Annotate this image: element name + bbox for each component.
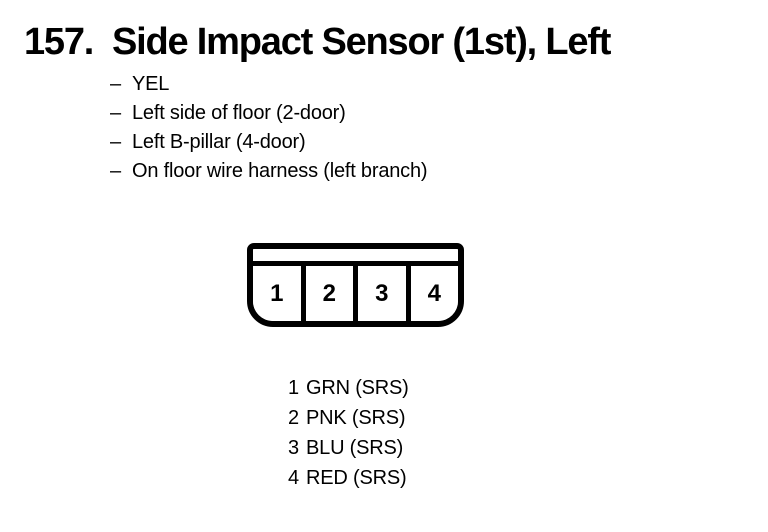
list-item: – Left side of floor (2-door)	[110, 99, 427, 128]
list-item-label: On floor wire harness (left branch)	[132, 160, 428, 182]
legend-pin-color: RED (SRS)	[306, 467, 407, 489]
pin-cell-3: 3	[358, 266, 406, 321]
list-item-label: Left B-pillar (4-door)	[132, 131, 306, 153]
list-item-label: Left side of floor (2-door)	[132, 102, 346, 124]
pin-cell-1: 1	[253, 266, 301, 321]
connector-diagram: 1 2 3 4	[247, 243, 464, 327]
pin-cell-2: 2	[305, 266, 353, 321]
legend-pin-color: PNK (SRS)	[306, 407, 406, 429]
pin-cell-4: 4	[410, 266, 458, 321]
connector-top-strip	[253, 249, 458, 266]
list-item: – Left B-pillar (4-door)	[110, 128, 427, 157]
legend-pin-color: BLU (SRS)	[306, 437, 404, 459]
list-dash: –	[110, 131, 121, 153]
legend-pin-number: 4	[288, 467, 299, 489]
item-number: 157.	[24, 21, 94, 63]
legend-pin-number: 3	[288, 437, 299, 459]
list-dash: –	[110, 160, 121, 182]
pin-divider	[300, 266, 306, 321]
legend-row: 3 BLU (SRS)	[288, 433, 409, 463]
pin-divider	[405, 266, 411, 321]
list-dash: –	[110, 73, 121, 95]
list-item: – On floor wire harness (left branch)	[110, 157, 428, 186]
legend-row: 1 GRN (SRS)	[288, 373, 409, 403]
legend-pin-color: GRN (SRS)	[306, 377, 409, 399]
legend-row: 2 PNK (SRS)	[288, 403, 409, 433]
pin-divider	[353, 266, 358, 321]
connector-pin-row: 1 2 3 4	[253, 266, 458, 321]
item-title: Side Impact Sensor (1st), Left	[112, 21, 611, 63]
detail-list: – YEL – Left side of floor (2-door) – Le…	[110, 70, 428, 186]
legend-row: 4 RED (SRS)	[288, 463, 409, 493]
page-title: 157. Side Impact Sensor (1st), Left	[24, 21, 611, 63]
legend-pin-number: 1	[288, 377, 299, 399]
list-dash: –	[110, 102, 121, 124]
legend-pin-number: 2	[288, 407, 299, 429]
list-item-label: YEL	[132, 73, 170, 95]
pin-legend: 1 GRN (SRS) 2 PNK (SRS) 3 BLU (SRS) 4 RE…	[288, 373, 409, 493]
list-item: – YEL	[110, 70, 427, 99]
